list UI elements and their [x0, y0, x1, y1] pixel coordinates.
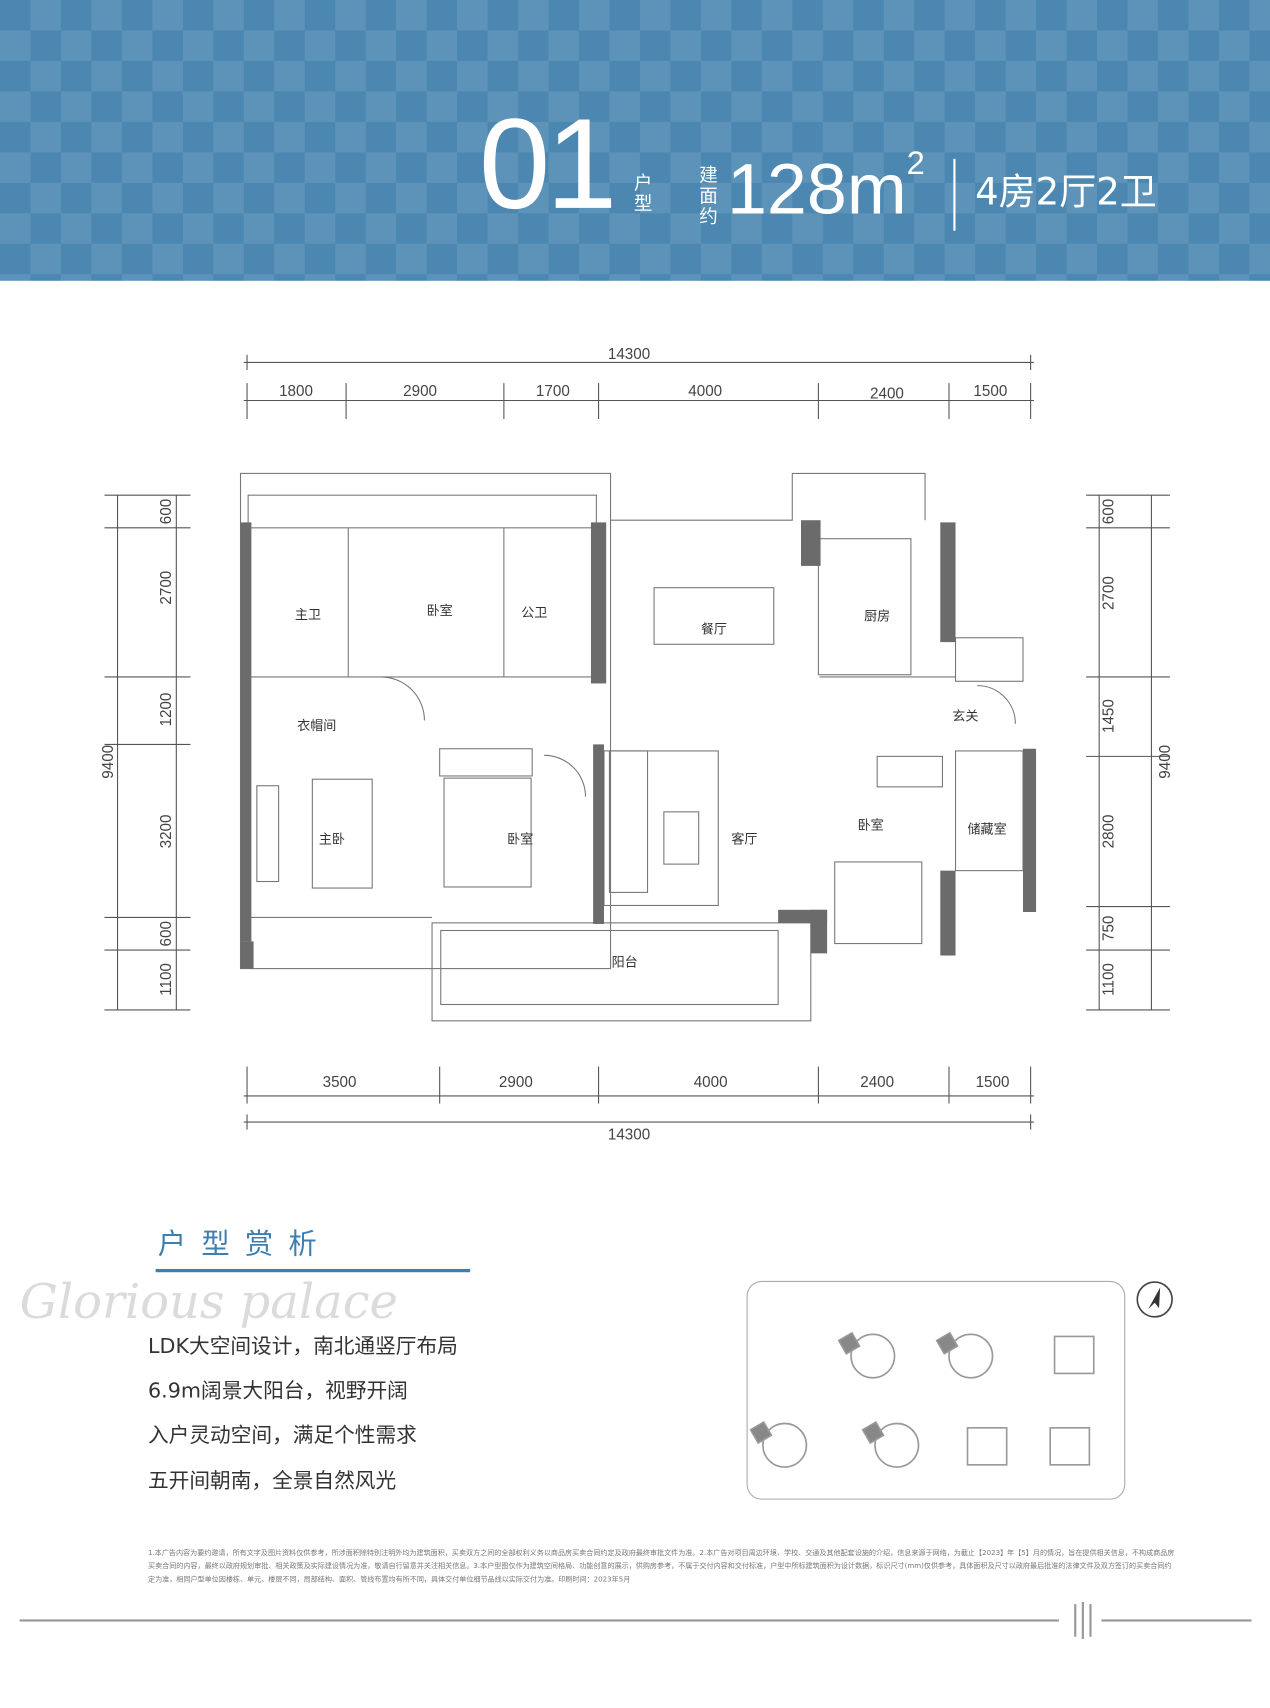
feature-item: 入户灵动空间，满足个性需求 [148, 1423, 417, 1448]
room-label-foyer: 玄关 [952, 709, 978, 724]
dim-bottom: 2400 [860, 1074, 894, 1091]
dim-left: 600 [158, 499, 175, 524]
dim-bottom: 2900 [499, 1074, 533, 1091]
unit-number: 01 [478, 92, 618, 237]
room-label-master-bath: 主卫 [295, 608, 321, 623]
dim-top: 4000 [688, 383, 722, 400]
dim-top: 2900 [403, 383, 437, 400]
dim-right: 1100 [1100, 963, 1117, 996]
feature-item: 6.9m阔景大阳台，视野开阔 [148, 1378, 408, 1403]
room-label-kitchen: 厨房 [864, 608, 890, 624]
dim-left: 1200 [158, 693, 175, 727]
dim-right: 600 [1100, 499, 1117, 524]
room-label-bedroom-north: 卧室 [427, 603, 453, 619]
dim-left: 600 [158, 921, 175, 946]
dim-left: 2700 [158, 571, 175, 605]
title-underline [155, 1268, 471, 1273]
feature-item: 五开间朝南，全景自然风光 [148, 1469, 397, 1494]
dim-bottom-total: 14300 [608, 1126, 650, 1143]
dim-right-total: 9400 [1157, 745, 1174, 779]
dim-left-total: 9400 [100, 745, 117, 779]
dim-right: 750 [1100, 916, 1117, 941]
dim-right: 2700 [1100, 576, 1117, 610]
dim-top-total: 14300 [608, 346, 650, 363]
feature-item: LDK大空间设计，南北通竖厅布局 [148, 1334, 458, 1359]
room-label-cloakroom: 衣帽间 [297, 718, 336, 734]
header-divider [953, 158, 956, 231]
room-label-storage: 储藏室 [968, 822, 1007, 838]
script-watermark: Glorious palace [19, 1274, 398, 1330]
plan-outlines [239, 472, 1024, 1022]
room-label-master-bedroom: 主卧 [319, 832, 345, 847]
area-label: 建面约 [699, 165, 718, 229]
layout-summary: 4房2厅2卫 [975, 170, 1157, 215]
dim-top: 1700 [536, 383, 570, 400]
room-label-bedroom-south: 卧室 [507, 831, 533, 847]
dim-bottom: 4000 [694, 1074, 728, 1091]
unit-label: 户型 [633, 173, 653, 216]
dim-left: 3200 [158, 815, 175, 849]
dim-right: 1450 [1100, 699, 1117, 733]
room-label-balcony: 阳台 [612, 955, 638, 970]
dim-top: 1500 [973, 383, 1007, 400]
dim-top: 1800 [279, 383, 313, 400]
footer-line [19, 1619, 1059, 1622]
header-banner: 01 户型 建面约 128m2 4房2厅2卫 [0, 0, 1270, 281]
room-label-dining: 餐厅 [701, 621, 727, 637]
key-plan [746, 1280, 1126, 1500]
footer-ornament-icon [1074, 1601, 1092, 1639]
dim-right: 2800 [1100, 815, 1117, 849]
walls [240, 520, 1037, 969]
footer-line [1101, 1619, 1252, 1622]
dims-left: 600 2700 1200 3200 600 1100 9400 600 270… [100, 499, 1174, 996]
room-label-bedroom-east: 卧室 [858, 817, 884, 833]
floor-plan: 14300 1800 2900 1700 4000 2400 1500 3500… [100, 346, 1174, 1143]
dimension-lines [104, 354, 1170, 1130]
compass-north-icon [1136, 1281, 1173, 1318]
dim-bottom: 3500 [323, 1074, 357, 1091]
area-value: 128m2 [727, 147, 925, 224]
key-plan-buildings [749, 1331, 1095, 1468]
dim-bottom: 1500 [976, 1074, 1010, 1091]
area-number: 128m [726, 148, 907, 229]
room-label-public-bath: 公卫 [521, 606, 547, 621]
dim-top: 2400 [870, 385, 904, 402]
dim-left: 1100 [158, 963, 175, 996]
room-label-living: 客厅 [731, 831, 757, 847]
area-superscript: 2 [906, 145, 925, 182]
disclaimer: 1.本广告内容为要约邀请，所有文字及图片资料仅供参考，所涉面积除特别注明外均为建… [148, 1548, 1175, 1584]
analysis-title: 户型赏析 [157, 1228, 332, 1262]
